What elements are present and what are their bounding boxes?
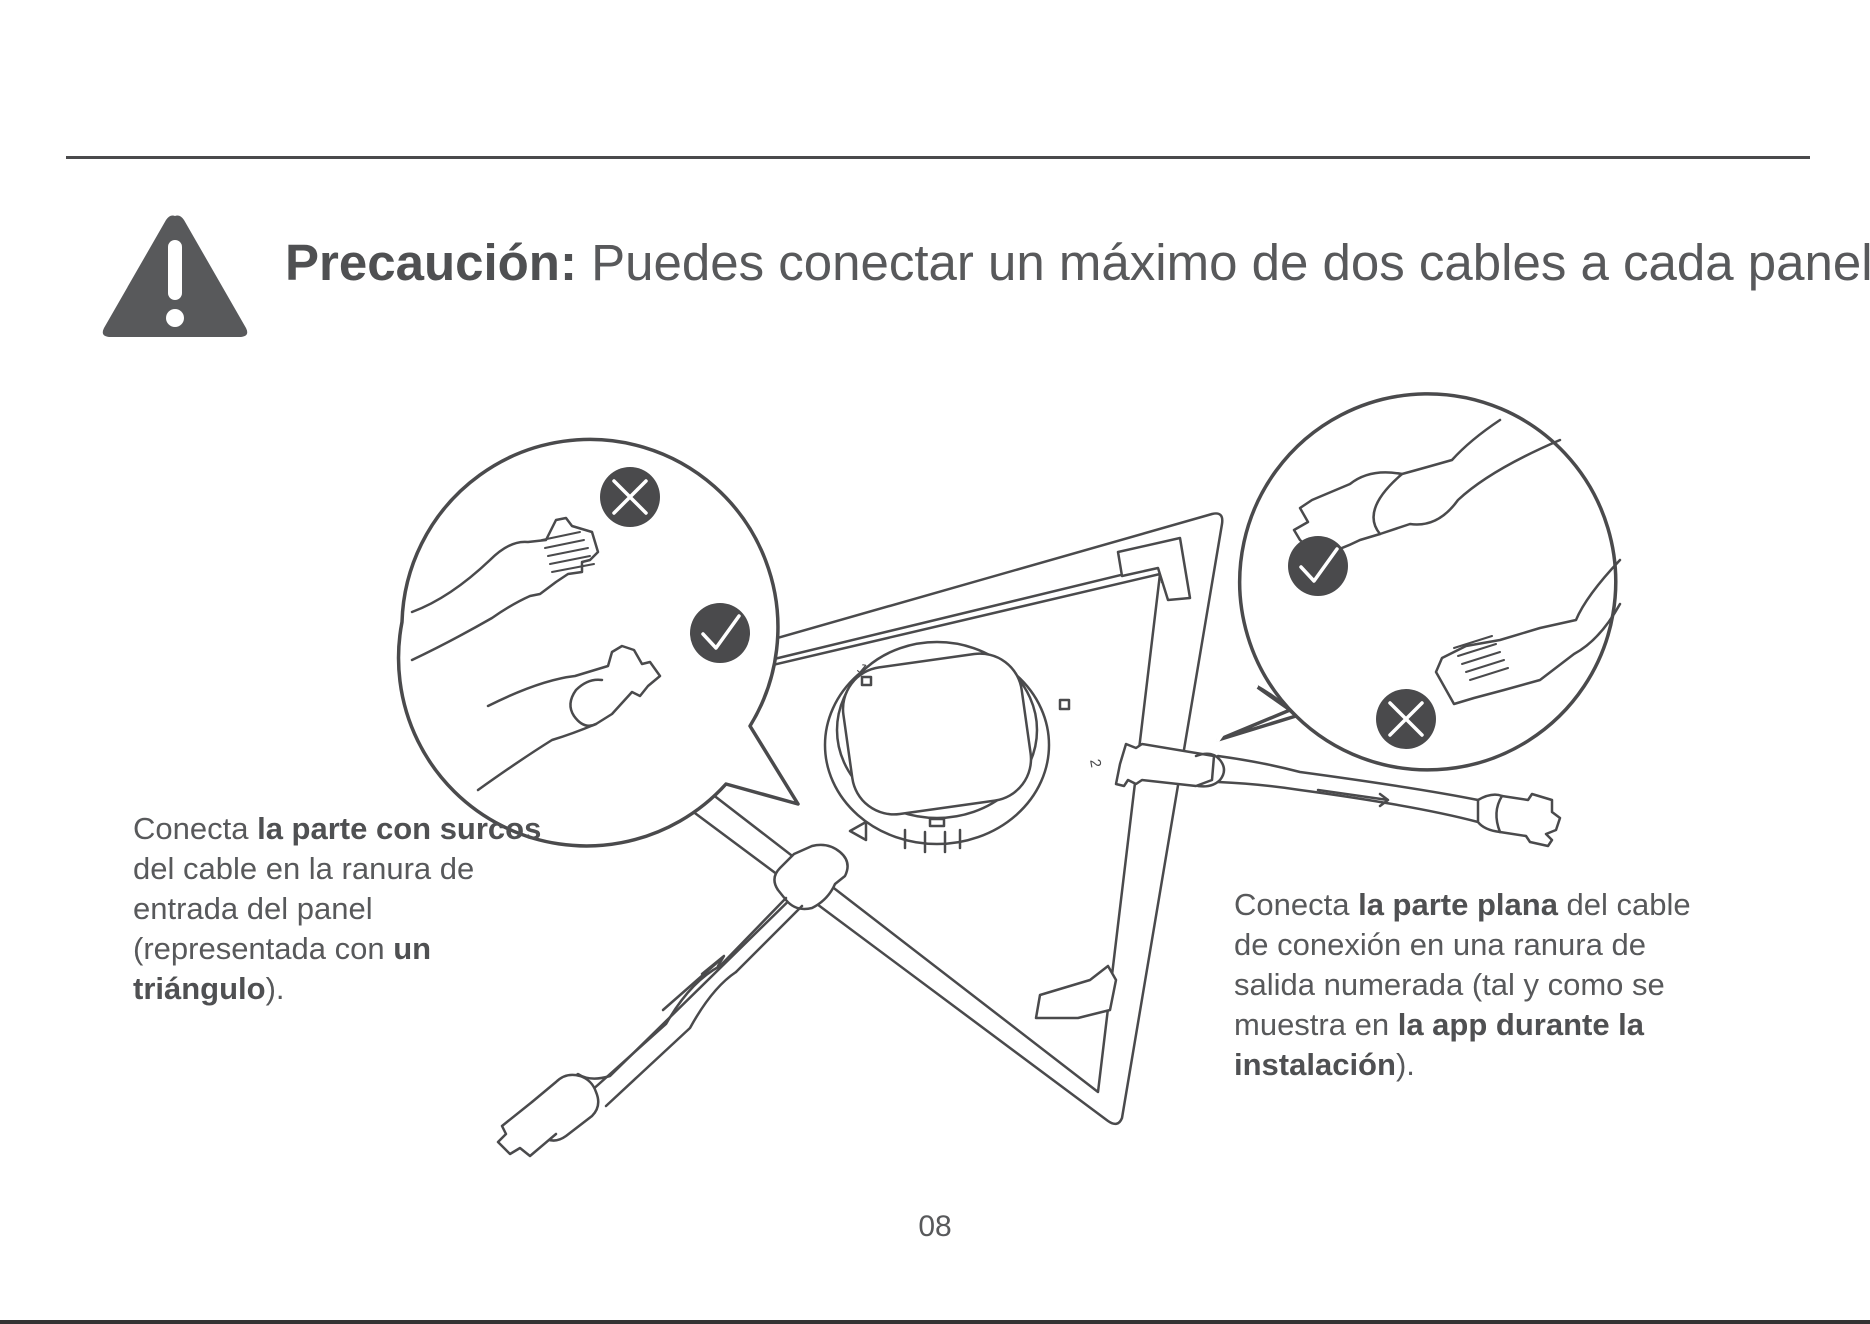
caption-text: del cable en la ranura de entrada del pa…: [133, 851, 475, 966]
right-magnifier: [1238, 392, 1618, 772]
caution-heading: Precaución: Puedes conectar un máximo de…: [285, 228, 1870, 298]
caption-bold: un triángulo: [133, 931, 432, 1006]
warning-triangle-icon: [102, 215, 248, 337]
caption-bold: la parte plana: [1358, 887, 1558, 922]
page-number: 08: [918, 1210, 952, 1243]
caption-text: del cable de conexión en una ranura de s…: [1234, 887, 1691, 1042]
top-rule: [66, 156, 1810, 159]
left-magnifier: [396, 437, 800, 848]
check-circle-icon: [690, 603, 750, 663]
caption-text: ).: [265, 971, 285, 1006]
x-circle-icon: [1376, 689, 1436, 749]
caution-text: Puedes conectar un máximo de dos cables …: [591, 234, 1870, 291]
caption-text: ).: [1395, 1047, 1415, 1082]
caution-label: Precaución:: [285, 234, 577, 291]
x-circle-icon: [600, 467, 660, 527]
check-circle-icon: [1288, 536, 1348, 596]
caption-bold: la parte con surcos: [257, 811, 542, 846]
right-cable: [1114, 742, 1216, 788]
caption-bold: la app durante la instalación: [1234, 1007, 1645, 1082]
bottom-rule: [0, 1320, 1870, 1324]
right-caption: Conecta la parte plana del cable de cone…: [1234, 885, 1704, 1085]
caption-text: Conecta: [133, 811, 258, 846]
slot-number-2: 2: [1086, 758, 1104, 769]
caption-text: Conecta: [1234, 887, 1359, 922]
left-caption: Conecta la parte con surcos del cable en…: [133, 809, 553, 1009]
